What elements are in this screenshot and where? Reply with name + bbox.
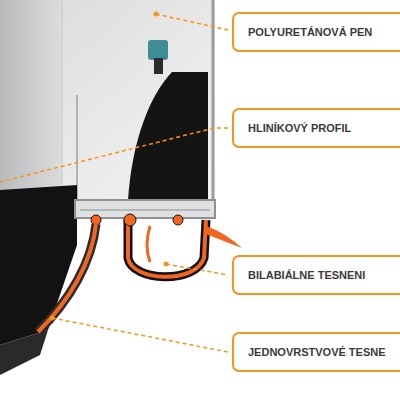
callout-label: JEDNOVRSTVOVÉ TESNE (248, 346, 386, 358)
callout-label: BILABIÁLNE TESNENI (248, 269, 365, 281)
black-insert (128, 72, 208, 200)
profile-wall (212, 0, 215, 205)
leader-lines (0, 14, 228, 352)
single-layer-seal (38, 224, 96, 332)
leader-dot (154, 12, 159, 17)
callout-box: BILABIÁLNE TESNENI (232, 255, 400, 295)
leader-line (156, 14, 228, 30)
seal-key (91, 215, 101, 225)
bolt (154, 58, 163, 74)
single-seal-shadow (38, 224, 96, 332)
panel-edge (62, 0, 63, 190)
leader-line (166, 264, 228, 275)
leader-line (52, 318, 228, 352)
callout-box: JEDNOVRSTVOVÉ TESNE (232, 332, 400, 372)
leader-dot (50, 316, 55, 321)
callout-box: POLYURETÁNOVÁ PEN (232, 12, 400, 52)
seal-key (173, 215, 183, 225)
leader-dot (164, 262, 169, 267)
seal-key (124, 214, 136, 226)
profile-rib (80, 210, 210, 211)
panel-side (0, 0, 62, 205)
seal-lip (147, 226, 150, 262)
black-body (0, 185, 77, 345)
bilabial-seal (128, 220, 206, 277)
seal-lip (206, 226, 242, 248)
callout-box: HLINÍKOVÝ PROFIL (232, 108, 400, 148)
black-body (0, 330, 48, 375)
connector-block (148, 40, 168, 60)
callout-label: POLYURETÁNOVÁ PEN (248, 26, 372, 38)
bilabial-seal (128, 220, 206, 277)
leader-dots (50, 12, 169, 321)
leader-line (0, 128, 228, 182)
callout-label: HLINÍKOVÝ PROFIL (248, 122, 351, 134)
